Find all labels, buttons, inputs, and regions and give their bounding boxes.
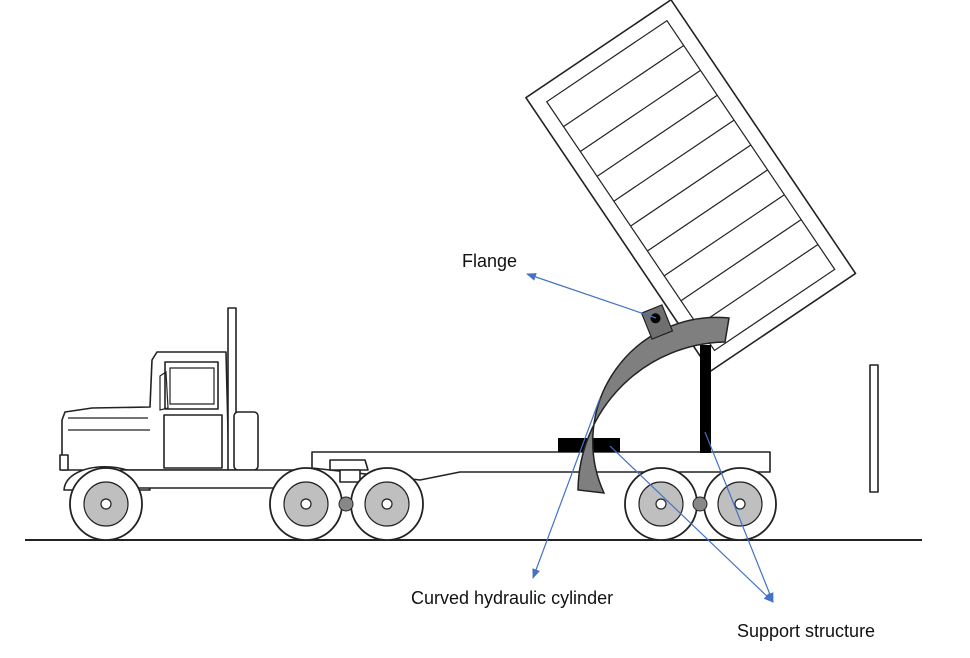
axle-hub-drive — [338, 496, 354, 512]
cylinder-callout-arrow — [532, 397, 601, 579]
wheel-trailer-1 — [624, 467, 698, 541]
flange-callout-arrow — [526, 273, 657, 319]
wheel-drive-1 — [269, 467, 343, 541]
axle-hub-trailer — [692, 496, 708, 512]
fuel-tank — [233, 411, 259, 471]
curved-cylinder-label: Curved hydraulic cylinder — [411, 588, 613, 608]
support-post-vertical — [700, 345, 711, 453]
support-structure-label: Support structure — [737, 621, 875, 641]
wheel-trailer-2 — [703, 467, 777, 541]
support-callout-arrow-2 — [704, 431, 774, 603]
wheel-front — [69, 467, 143, 541]
tailgate — [869, 364, 879, 493]
dump-body — [525, 0, 857, 373]
wheel-drive-2 — [350, 467, 424, 541]
support-callout-arrow-1 — [609, 445, 774, 603]
flange-label: Flange — [462, 251, 517, 271]
